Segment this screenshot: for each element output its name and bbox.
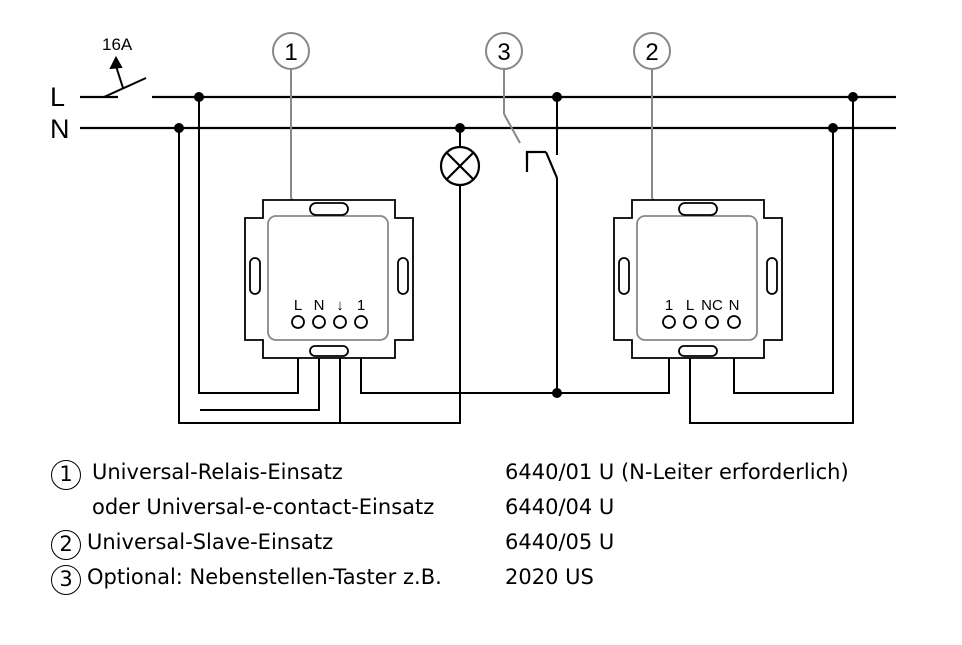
slave-insert-device	[613, 199, 783, 359]
relay-insert-device	[244, 199, 414, 359]
junctions	[174, 92, 858, 398]
relay-terminal-n: N	[314, 297, 325, 314]
label-l: L	[50, 82, 65, 112]
relay-terminal-1: 1	[357, 297, 365, 314]
lamp-icon	[439, 145, 481, 187]
callout-3: 3	[485, 32, 523, 144]
relay-terminal-l: L	[294, 297, 302, 314]
bus-lines	[80, 95, 896, 130]
slave-terminal-l: L	[686, 297, 694, 314]
rating-label: 16A	[102, 35, 133, 54]
pushbutton-icon	[525, 150, 559, 179]
slave-terminal-n: N	[729, 297, 740, 314]
label-n: N	[50, 114, 70, 144]
svg-text:2: 2	[645, 39, 658, 66]
relay-terminal-arrow: ↓	[336, 297, 344, 314]
slave-terminal-1: 1	[665, 297, 673, 314]
svg-text:3: 3	[497, 39, 510, 66]
slave-terminal-nc: NC	[701, 297, 723, 314]
svg-text:1: 1	[284, 39, 297, 66]
breaker-switch-icon	[103, 55, 147, 98]
